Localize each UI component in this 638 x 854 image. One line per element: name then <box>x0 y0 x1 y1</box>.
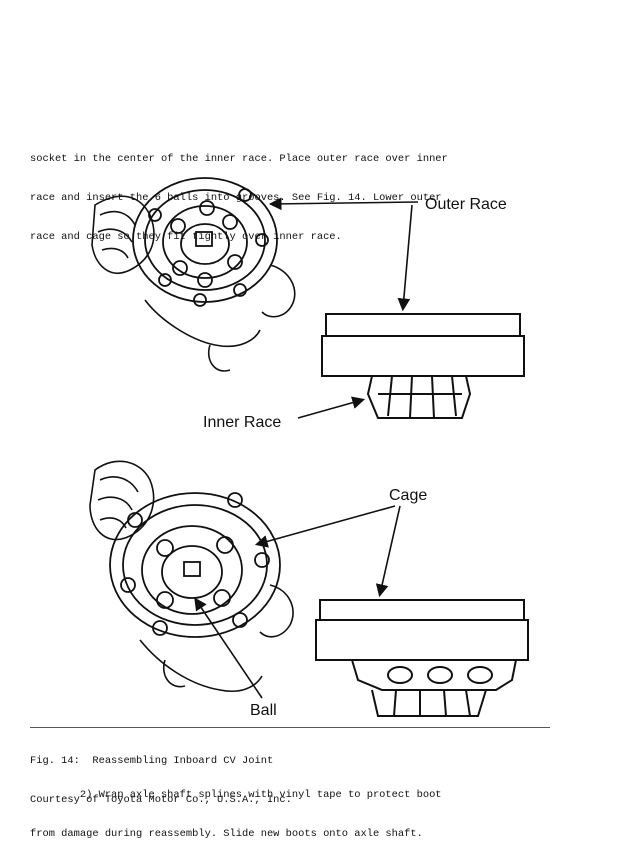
step-paragraph: 2) Wrap axle shaft splines with vinyl ta… <box>30 763 442 854</box>
upper-hand-drawing <box>91 195 296 372</box>
intro-line: race and insert the 6 balls into grooves… <box>30 192 442 204</box>
label-inner-race: Inner Race <box>203 414 281 431</box>
caption-line: Courtesy of Toyota Motor Co., U.S.A., In… <box>30 794 292 806</box>
upper-leader-lines <box>268 197 419 419</box>
step-line: 2) Wrap axle shaft splines with vinyl ta… <box>30 789 442 801</box>
lower-hand-drawing <box>89 460 294 692</box>
label-cage: Cage <box>389 487 427 504</box>
label-outer-race: Outer Race <box>425 196 507 213</box>
intro-paragraph: socket in the center of the inner race. … <box>30 127 448 257</box>
figure-caption: Fig. 14: Reassembling Inboard CV Joint C… <box>30 729 292 820</box>
upper-joint-drawing <box>132 177 278 307</box>
lower-leader-lines <box>194 505 401 699</box>
lower-joint-drawing <box>109 492 281 638</box>
cage-side-view <box>315 599 529 717</box>
label-ball: Ball <box>250 702 277 719</box>
cv-joint-illustration: Outer Race Inner Race Cage <box>89 177 529 719</box>
caption-divider <box>30 727 550 728</box>
intro-line: socket in the center of the inner race. … <box>30 153 448 165</box>
step-line: from damage during reassembly. Slide new… <box>30 828 423 840</box>
outer-race-side-view <box>321 313 525 419</box>
caption-line: Fig. 14: Reassembling Inboard CV Joint <box>30 755 274 767</box>
